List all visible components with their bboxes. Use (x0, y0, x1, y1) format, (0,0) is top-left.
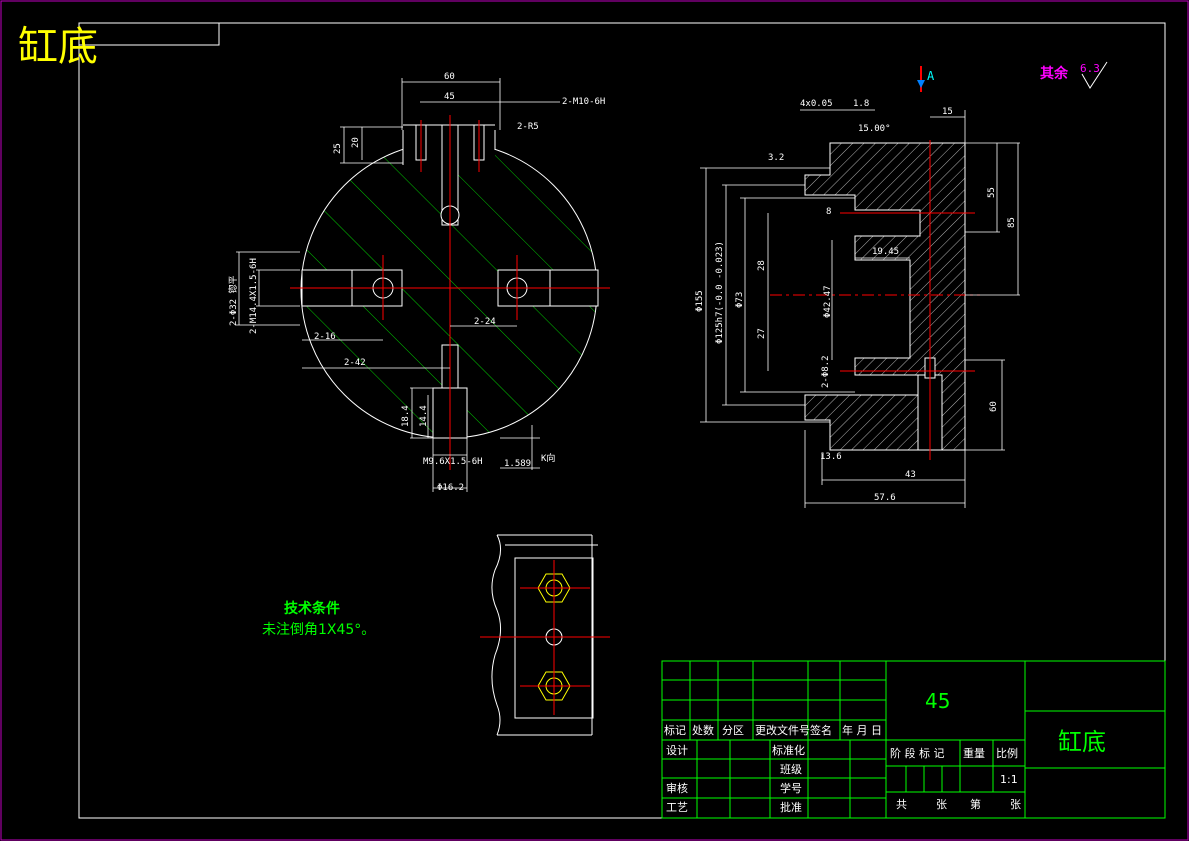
surface-finish-label: 其余 (1040, 65, 1069, 82)
dim-phi73: Φ73 (735, 292, 745, 308)
material-value: 45 (925, 689, 950, 713)
hdr-sign: 签名 (810, 723, 832, 737)
label-review: 审核 (666, 781, 688, 795)
label-process: 工艺 (666, 801, 688, 814)
tech-notes-line1: 未注倒角1X45°。 (262, 622, 375, 638)
dim-phi16-2: Φ16.2 (437, 483, 464, 493)
dim-13-6: 13.6 (820, 452, 842, 462)
dim-phi155: Φ155 (695, 290, 705, 312)
dim-57-6: 57.6 (874, 493, 896, 503)
dim-chamfer: 4x0.05 (800, 99, 833, 109)
part-name: 缸底 (1058, 728, 1106, 756)
dim-m10: 2-M10-6H (562, 97, 605, 107)
dim-20: 20 (351, 137, 361, 148)
title-block-header: 标记 处数 分区 更改文件号 签名 年 月 日 (664, 723, 882, 737)
sheet-unit-1: 张 (936, 798, 947, 811)
dim-angle: 15.00° (858, 124, 891, 134)
dim-60-side: 60 (989, 401, 999, 412)
roughness-value: 3.2 (768, 153, 784, 163)
dim-19-45: 19.45 (872, 247, 899, 257)
label-stage-mark: 阶 段 标 记 (890, 746, 945, 760)
dim-m9-6: M9.6X1.5-6H (423, 457, 483, 467)
dim-18-4: 18.4 (401, 405, 411, 427)
sheet-no-label: 第 (970, 797, 981, 811)
label-standard: 标准化 (772, 743, 805, 757)
hdr-count: 处数 (692, 724, 714, 737)
dim-27: 27 (757, 328, 767, 339)
dim-2-16: 2-16 (314, 332, 336, 342)
dim-85: 85 (1007, 217, 1017, 228)
dim-2-42: 2-42 (344, 358, 366, 368)
title-block (661, 660, 1166, 819)
dim-phi32: 2-Φ32 锪平 (227, 275, 239, 326)
label-approve: 批准 (780, 800, 802, 814)
surface-finish-value: 6.3 (1080, 62, 1100, 75)
hdr-change-doc: 更改文件号 (755, 723, 810, 737)
dim-25: 25 (333, 143, 343, 154)
dim-14-4: 14.4 (419, 405, 429, 427)
dim-28: 28 (757, 260, 767, 271)
tech-notes-heading: 技术条件 (284, 600, 340, 617)
k-view-detail (480, 534, 610, 736)
dim-15: 15 (942, 107, 953, 117)
label-scale: 比例 (996, 746, 1018, 760)
dim-1-8: 1.8 (853, 99, 869, 109)
label-student-id: 学号 (780, 781, 802, 795)
dim-55: 55 (987, 187, 997, 198)
title-tag-box (78, 22, 220, 46)
section-letter: A (927, 69, 935, 83)
dim-43: 43 (905, 470, 916, 480)
hdr-date: 年 月 日 (842, 723, 882, 737)
dim-1-589: 1.589 (504, 459, 531, 469)
hdr-zone: 分区 (722, 724, 744, 737)
dim-phi125: Φ125h7(-0.0 -0.023) (715, 241, 725, 344)
front-view: 60 45 2-M10-6H 2-R5 25 20 2-Φ32 锪平 2-M14… (227, 72, 610, 493)
label-class: 班级 (780, 763, 802, 776)
surface-finish-note: 其余 6.3 (1040, 61, 1108, 89)
dim-60: 60 (444, 72, 455, 82)
dim-r5: 2-R5 (517, 122, 539, 132)
dim-45: 45 (444, 92, 455, 102)
k-view-label: K向 (541, 452, 555, 464)
dim-phi42: Φ42.47 (823, 285, 833, 318)
dim-m14: 2-M14.4X1.5-6H (249, 258, 259, 334)
dim-8: 8 (826, 207, 831, 217)
sheet-unit-2: 张 (1010, 798, 1021, 811)
hdr-mark: 标记 (664, 723, 686, 737)
side-view: 4x0.05 1.8 15.00° 15 3.2 55 85 Φ155 Φ125… (695, 99, 1020, 508)
label-design: 设计 (666, 744, 688, 757)
sheet-total-label: 共 (896, 798, 907, 811)
scale-value: 1:1 (1000, 773, 1018, 786)
drawing-frame (78, 22, 1166, 819)
dim-2-24: 2-24 (474, 317, 496, 327)
section-marker: A (917, 66, 935, 92)
drawing-title: 缸底 (18, 24, 98, 70)
dim-2-phi8: 2-Φ8.2 (821, 355, 831, 388)
label-weight: 重量 (963, 746, 985, 760)
